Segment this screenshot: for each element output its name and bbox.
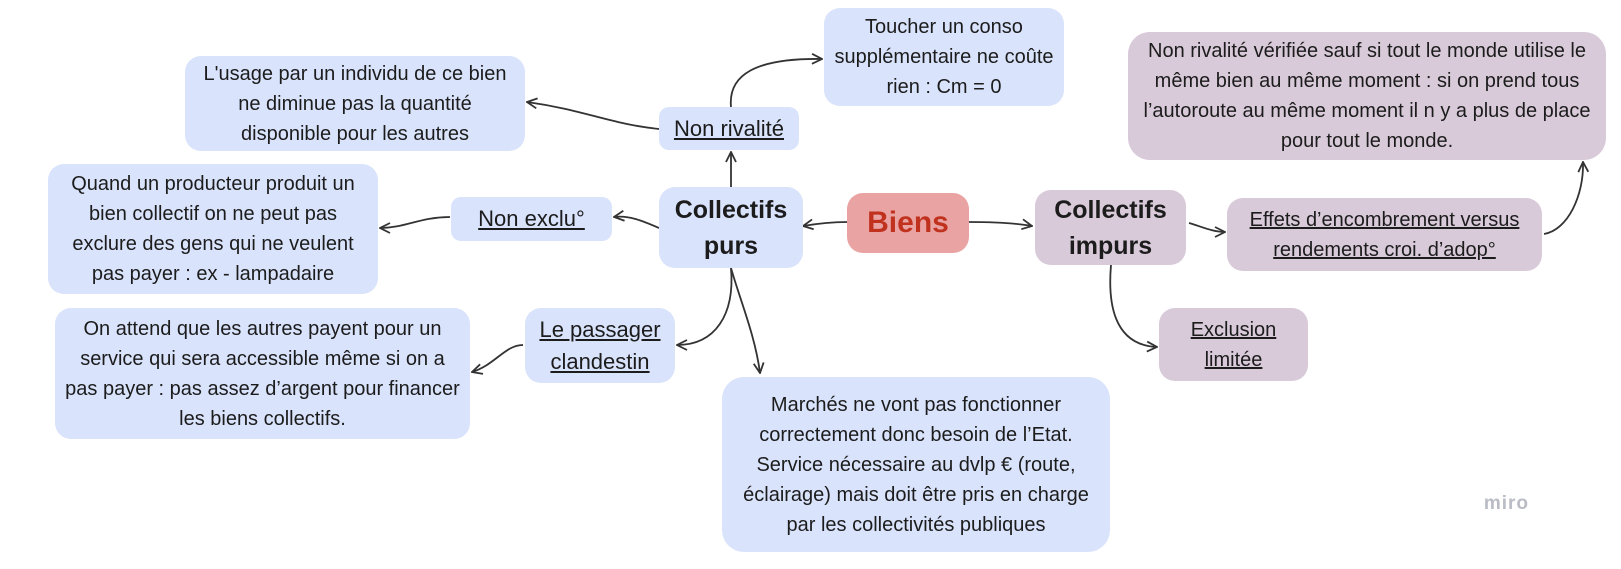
edge-nonexclu-def [380, 216, 451, 228]
edge-effets-def [1543, 162, 1583, 235]
node-biens-label: Biens [867, 206, 949, 239]
node-effets-encombrement[interactable]: Effets d’encombrement versus rendements … [1227, 198, 1542, 271]
node-cout-marginal[interactable]: Toucher un conso supplémentaire ne coûte… [824, 8, 1064, 106]
miro-watermark: miro [1483, 493, 1529, 514]
node-non-exclusion-definition[interactable]: Quand un producteur produit un bien coll… [48, 164, 378, 294]
node-effets-encombrement-label: Effets d’encombrement versus rendements … [1249, 208, 1520, 261]
node-collectifs-purs-label: Collectifs purs [674, 195, 788, 260]
node-non-exclusion-label: Non exclu° [478, 206, 585, 231]
edge-impurs-exclusion [1109, 264, 1157, 347]
edge-nonrivalite-def [527, 102, 660, 130]
edge-purs-passager [677, 267, 733, 345]
edge-passager-def [472, 344, 524, 372]
edge-purs-nonexclu [614, 217, 660, 229]
node-non-exclusion[interactable]: Non exclu° [451, 197, 612, 241]
node-passager-clandestin-label: Le passager clandestin [539, 316, 661, 374]
node-non-rivalite-definition[interactable]: L'usage par un individu de ce bien ne di… [185, 56, 525, 151]
node-marches-text: Marchés ne vont pas fonctionner correcte… [743, 393, 1089, 536]
edge-purs-marches [730, 267, 760, 373]
node-marches[interactable]: Marchés ne vont pas fonctionner correcte… [722, 377, 1110, 552]
edge-impurs-effets [1188, 222, 1225, 232]
node-passager-clandestin-definition[interactable]: On attend que les autres payent pour un … [55, 308, 470, 439]
node-passager-clandestin-definition-text: On attend que les autres payent pour un … [65, 317, 460, 430]
edge-biens-impurs [968, 222, 1032, 226]
node-cout-marginal-text: Toucher un conso supplémentaire ne coûte… [834, 16, 1054, 98]
node-non-rivalite-definition-text: L'usage par un individu de ce bien ne di… [203, 62, 507, 145]
node-non-rivalite[interactable]: Non rivalité [659, 107, 799, 150]
node-collectifs-purs[interactable]: Collectifs purs [659, 187, 803, 268]
node-non-rivalite-label: Non rivalité [673, 115, 785, 141]
node-effets-definition-text: Non rivalité vérifiée sauf si tout le mo… [1143, 40, 1591, 152]
node-effets-definition[interactable]: Non rivalité vérifiée sauf si tout le mo… [1128, 32, 1606, 160]
node-collectifs-impurs[interactable]: Collectifs impurs [1035, 190, 1186, 265]
node-biens[interactable]: Biens [847, 193, 969, 253]
node-non-exclusion-definition-text: Quand un producteur produit un bien coll… [71, 173, 355, 285]
node-collectifs-impurs-label: Collectifs impurs [1054, 195, 1167, 260]
edge-biens-purs [803, 222, 848, 226]
node-exclusion-limitee-label: Exclusion limitée [1190, 318, 1277, 371]
node-passager-clandestin[interactable]: Le passager clandestin [525, 308, 675, 383]
node-exclusion-limitee[interactable]: Exclusion limitée [1159, 308, 1308, 381]
edge-nonrivalite-cout [729, 59, 822, 108]
